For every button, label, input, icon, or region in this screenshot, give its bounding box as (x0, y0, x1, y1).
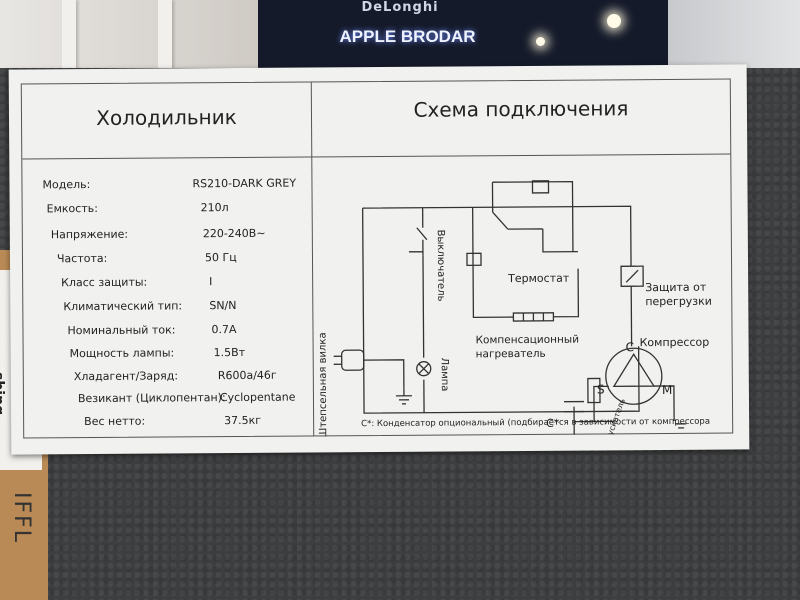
pin-s-label: S (597, 382, 605, 396)
label-frame: Холодильник Схема подключения Модель: RS… (20, 78, 734, 439)
wire (471, 207, 580, 318)
wire (362, 205, 632, 267)
pin-m-label: M (662, 383, 672, 397)
wire (574, 385, 615, 423)
thermostat-wire (491, 180, 574, 252)
compressor-label: Компрессор (640, 336, 710, 349)
overload-label-line2: перегрузки (645, 295, 712, 308)
spec-value: SN/N (209, 298, 237, 313)
plug-pins (333, 355, 342, 365)
spec-value: R600a/46г (217, 368, 277, 383)
lamp-label: Лампа (439, 358, 450, 392)
spec-value: 50 Гц (204, 250, 237, 265)
compressor-windings (612, 352, 656, 388)
spec-value: 210л (200, 201, 229, 215)
store-sign-top: DeLonghi (361, 0, 439, 15)
heater-segments (522, 312, 545, 321)
spec-key: Хладагент/Заряд: (73, 369, 179, 384)
overload-protector (620, 265, 644, 287)
store-sign-text: APPLE BRODAR (339, 27, 476, 46)
spec-key: Частота: (56, 251, 108, 266)
product-title: Холодильник (96, 104, 237, 130)
box-text: shing (0, 372, 6, 416)
overload-contact (625, 269, 639, 283)
spec-key: Класс защиты: (61, 275, 148, 290)
thermostat-label: Термостат (507, 272, 570, 285)
ground-symbol (676, 423, 687, 429)
spec-key: Вес нетто: (84, 414, 146, 429)
spec-value: 1.5Вт (213, 345, 246, 360)
specification-label: Холодильник Схема подключения Модель: RS… (8, 64, 750, 455)
spec-key: Везикант (Циклопентан): (77, 391, 226, 406)
spec-value: Cyclopentane (219, 390, 296, 405)
spec-key: Емкость: (46, 201, 98, 216)
heater-label-line2: нагреватель (476, 348, 546, 360)
spec-table: Модель: RS210-DARK GREY Емкость: 210л На… (22, 170, 311, 428)
spec-value: 220-240В~ (202, 226, 266, 241)
wire (422, 255, 425, 413)
thermostat-box (466, 252, 482, 267)
spec-value: RS210-DARK GREY (192, 176, 297, 191)
store-front (258, 0, 668, 70)
spec-key: Мощность лампы: (69, 346, 175, 361)
thermostat-contact (492, 211, 578, 253)
diagram-title: Схема подключения (413, 96, 629, 122)
switch-contact (408, 227, 428, 256)
wall-pillar (62, 0, 76, 75)
spec-key: Номинальный ток: (67, 323, 176, 338)
spec-value: 0.7A (211, 322, 237, 337)
ceiling-light (536, 37, 545, 46)
ground-symbol (395, 387, 412, 405)
spec-value: 37.5кг (224, 413, 262, 428)
wire (363, 346, 640, 414)
wiring-diagram: Штепсельная вилка Выключатель Лампа Терм… (318, 180, 712, 437)
building-wall-right (668, 0, 800, 75)
wire (361, 208, 365, 354)
switch-label: Выключатель (435, 230, 447, 302)
capacitor (563, 400, 585, 437)
ceiling-light (607, 14, 621, 28)
wire (653, 385, 675, 421)
plug-label: Штепсельная вилка (318, 332, 330, 436)
wall-pillar (158, 0, 172, 75)
thermostat-sensor (531, 180, 550, 194)
building-wall (0, 0, 260, 75)
heater-label-line1: Компенсационный (476, 334, 580, 347)
overload-label-line1: Защита от (645, 281, 707, 294)
spec-key: Напряжение: (50, 227, 129, 242)
lamp-circle (416, 361, 432, 377)
capacitor-label: C* (546, 417, 560, 430)
plug-body (341, 349, 365, 371)
lamp-cross (418, 363, 430, 375)
starter-resistor (587, 377, 601, 404)
wire (363, 359, 405, 388)
store-sign: APPLE BRODAR (330, 25, 485, 49)
pin-c-label: C (626, 340, 634, 354)
spec-key: Климатический тип: (63, 299, 183, 314)
spec-key: Модель: (42, 178, 91, 192)
box-text: IFFL (9, 492, 34, 545)
compressor-circle (605, 347, 663, 405)
spec-value: I (209, 275, 213, 289)
